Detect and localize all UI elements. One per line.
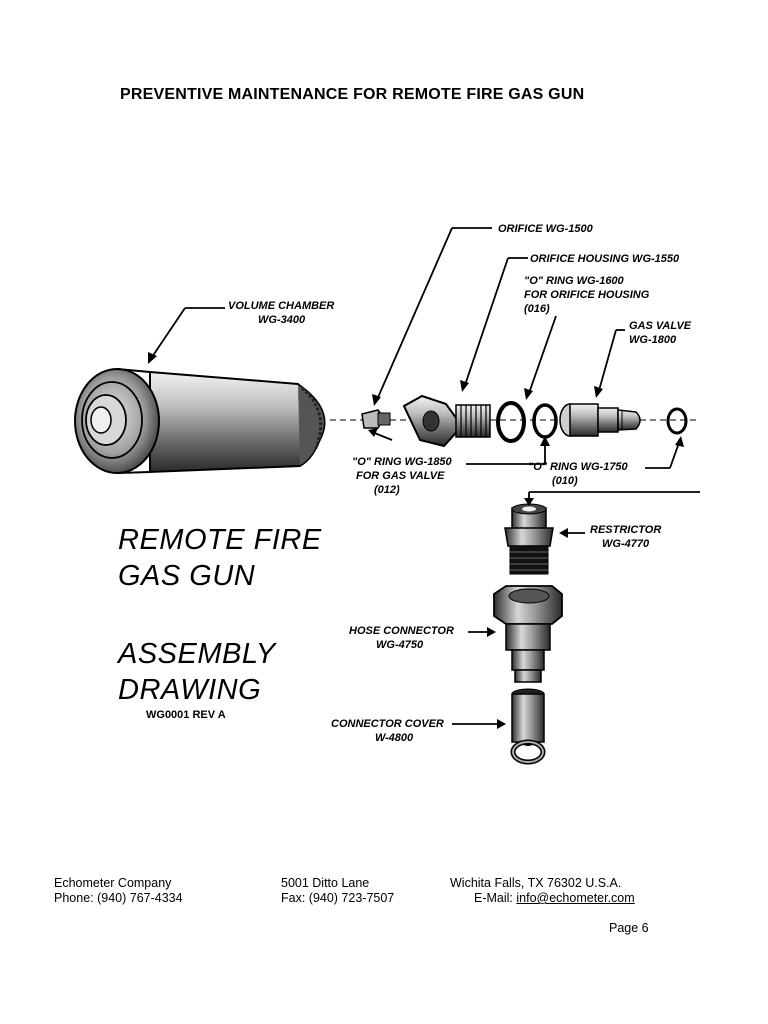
leader-arrowheads xyxy=(148,352,684,729)
label-hose-connector: HOSE CONNECTOR xyxy=(349,625,454,637)
footer-phone: Phone: (940) 767-4334 xyxy=(54,891,183,905)
oring-1600-part xyxy=(496,401,526,443)
hose-connector-part xyxy=(493,585,563,683)
orifice-part xyxy=(361,409,391,429)
label-oring-1750: "O" RING WG-1750 xyxy=(528,461,629,473)
leader-lines xyxy=(149,227,700,725)
label-oring-1600-size: (016) xyxy=(524,303,550,315)
label-oring-1850: "O" RING WG-1850 xyxy=(352,456,453,468)
label-oring-1850-purpose: FOR GAS VALVE xyxy=(356,470,445,482)
label-oring-1600-purpose: FOR ORIFICE HOUSING xyxy=(524,289,650,301)
gas-valve-part xyxy=(559,403,641,437)
label-orifice-housing: ORIFICE HOUSING WG-1550 xyxy=(530,253,680,265)
label-volume-chamber-number: WG-3400 xyxy=(258,314,306,326)
connector-cover-part xyxy=(510,688,546,765)
heading-line-4: DRAWING xyxy=(118,674,262,706)
label-restrictor-number: WG-4770 xyxy=(602,538,650,550)
page-number: Page 6 xyxy=(609,921,649,935)
oring-1750-part xyxy=(666,407,688,435)
volume-chamber-part xyxy=(74,368,326,474)
drawing-revision: WG0001 REV A xyxy=(146,709,226,721)
drawing-heading-type: ASSEMBLY DRAWING xyxy=(118,636,276,708)
label-orifice: ORIFICE WG-1500 xyxy=(498,223,594,235)
heading-line-2: GAS GUN xyxy=(118,560,256,592)
label-gas-valve-number: WG-1800 xyxy=(629,334,677,346)
footer-company: Echometer Company xyxy=(54,876,172,890)
heading-line-3: ASSEMBLY xyxy=(118,638,276,670)
footer-fax: Fax: (940) 723-7507 xyxy=(281,891,395,905)
footer-address: 5001 Ditto Lane xyxy=(281,876,370,890)
footer-email-line: E-Mail: info@echometer.com xyxy=(474,891,635,906)
label-oring-1750-size: (010) xyxy=(552,475,578,487)
label-restrictor: RESTRICTOR xyxy=(590,524,661,536)
footer-email-label: E-Mail: xyxy=(474,891,517,905)
label-hose-connector-number: WG-4750 xyxy=(376,639,424,651)
label-oring-1600: "O" RING WG-1600 xyxy=(524,275,625,287)
oring-1850-part xyxy=(532,403,558,439)
label-volume-chamber: VOLUME CHAMBER xyxy=(228,300,334,312)
footer-city: Wichita Falls, TX 76302 U.S.A. xyxy=(450,876,622,890)
footer-company-block: Echometer Company Phone: (940) 767-4334 xyxy=(54,876,183,906)
footer-address-block: 5001 Ditto Lane Fax: (940) 723-7507 xyxy=(281,876,394,906)
footer-email-link[interactable]: info@echometer.com xyxy=(516,891,635,905)
orifice-housing-part xyxy=(402,394,491,448)
restrictor-part xyxy=(504,503,554,575)
label-connector-cover-number: W-4800 xyxy=(375,732,414,744)
label-oring-1850-size: (012) xyxy=(374,484,400,496)
label-connector-cover: CONNECTOR COVER xyxy=(331,718,444,730)
page-title: PREVENTIVE MAINTENANCE FOR REMOTE FIRE G… xyxy=(120,86,585,103)
label-gas-valve: GAS VALVE xyxy=(629,320,692,332)
heading-line-1: REMOTE FIRE xyxy=(118,524,322,556)
drawing-heading-product: REMOTE FIRE GAS GUN xyxy=(118,522,322,594)
